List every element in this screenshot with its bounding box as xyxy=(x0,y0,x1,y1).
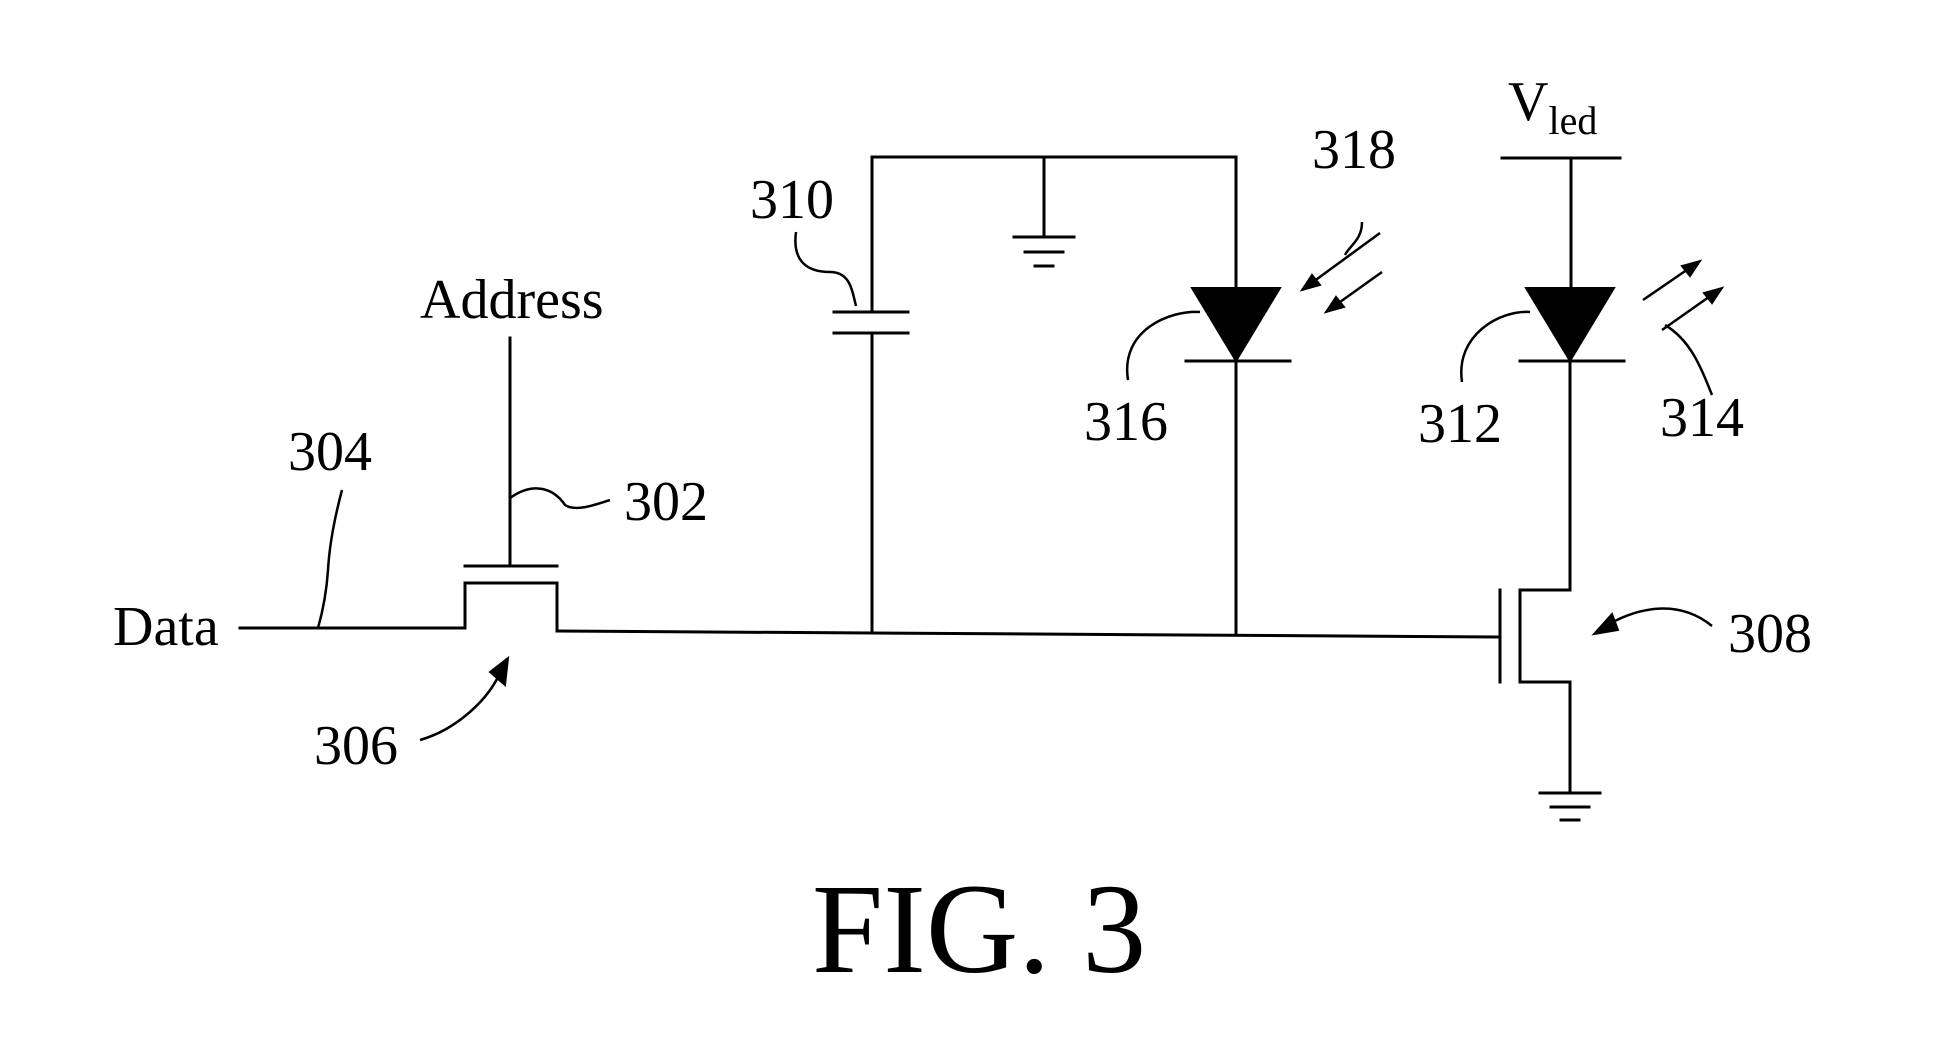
supply-label: Vled xyxy=(1508,71,1597,143)
leader-304 xyxy=(318,490,342,628)
figure-caption: FIG. 3 xyxy=(812,858,1146,1000)
supply-rail-vled xyxy=(1502,158,1620,288)
leader-310 xyxy=(795,232,856,306)
emitted-light-arrows-314 xyxy=(1643,261,1722,330)
switch-transistor-306 xyxy=(465,566,557,628)
ref-310: 310 xyxy=(750,169,834,231)
ground-symbol-bottom xyxy=(1540,793,1600,820)
capacitor-310 xyxy=(834,157,908,630)
leader-306 xyxy=(420,658,508,740)
ref-312: 312 xyxy=(1418,393,1502,455)
leader-316 xyxy=(1127,312,1200,380)
ref-304: 304 xyxy=(288,421,372,483)
photodiode-316 xyxy=(1186,157,1290,633)
ref-302: 302 xyxy=(624,471,708,533)
incident-light-arrows-318 xyxy=(1302,233,1382,312)
supply-label-main: V xyxy=(1508,71,1548,133)
ref-318: 318 xyxy=(1312,119,1396,181)
leader-318 xyxy=(1345,222,1362,255)
leader-308 xyxy=(1594,609,1712,634)
ground-symbol-top xyxy=(1014,157,1074,266)
drive-transistor-308 xyxy=(1500,590,1570,792)
ref-306: 306 xyxy=(314,715,398,777)
ref-308: 308 xyxy=(1728,603,1812,665)
ref-316: 316 xyxy=(1084,391,1168,453)
ref-314: 314 xyxy=(1660,387,1744,449)
leader-302 xyxy=(510,488,610,508)
leader-312 xyxy=(1461,312,1530,382)
storage-node-wire xyxy=(557,631,1497,637)
leader-314 xyxy=(1665,325,1712,395)
data-label: Data xyxy=(113,596,219,658)
address-label: Address xyxy=(420,269,604,331)
supply-label-sub: led xyxy=(1548,98,1597,143)
led-312 xyxy=(1520,288,1624,590)
